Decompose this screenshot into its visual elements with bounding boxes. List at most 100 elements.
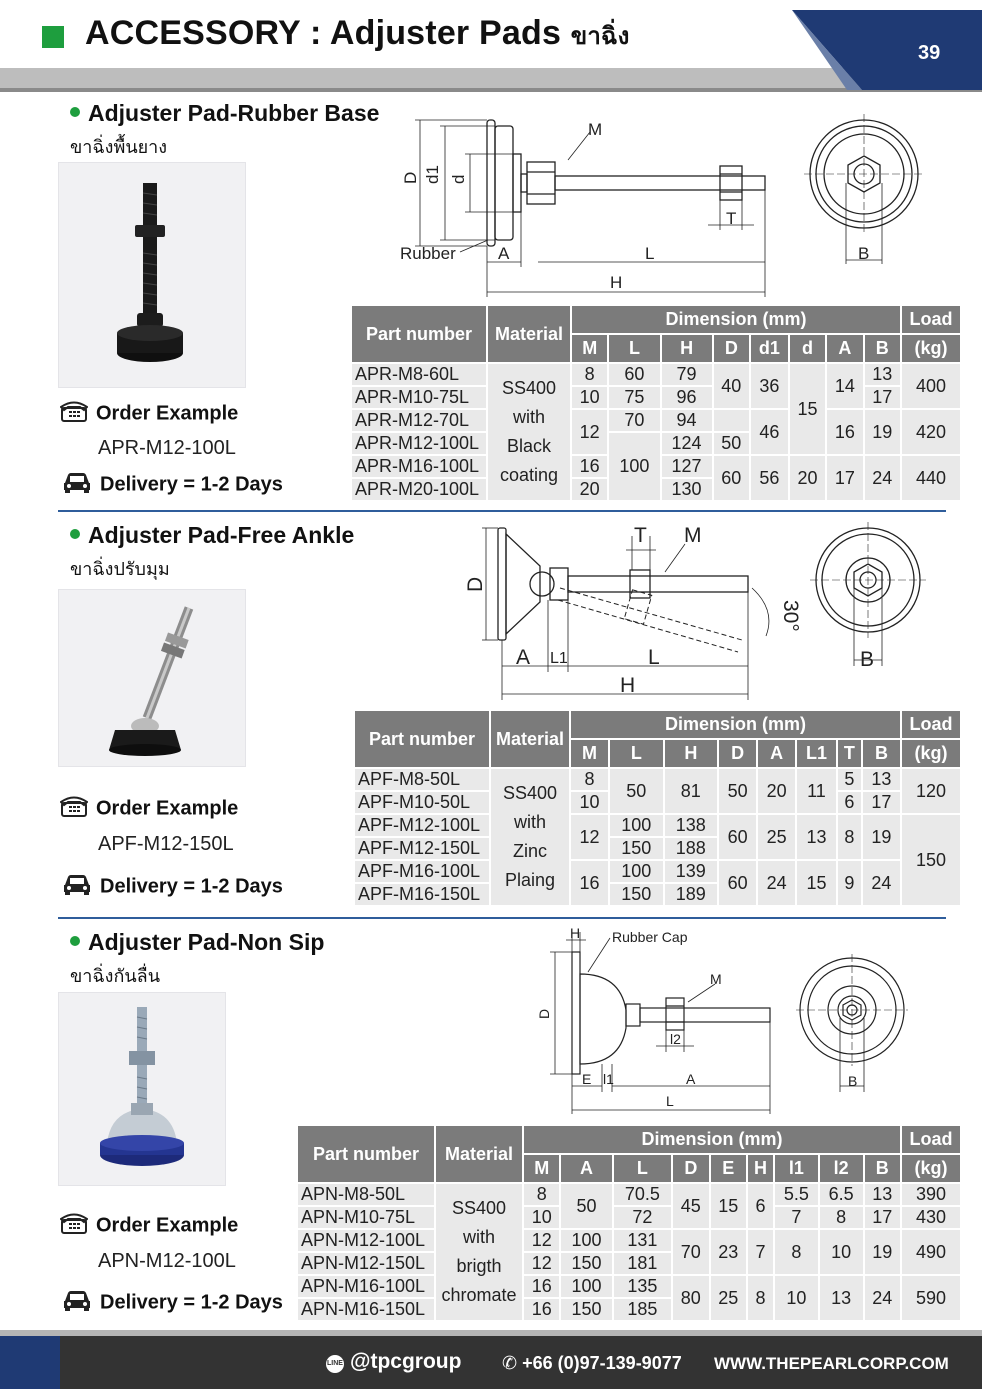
table-header-cell: M: [571, 740, 609, 767]
table-cell: 7: [774, 1207, 818, 1228]
col-header-load: Load: [902, 306, 960, 333]
table-cell: 79: [661, 364, 712, 385]
page-title: ACCESSORY : Adjuster Pads ขาฉิ่ง: [85, 14, 629, 55]
dim-label-A: A: [686, 1071, 696, 1087]
table-cell: 81: [664, 769, 718, 813]
spec-table-rubber-base: Part number Material Dimension (mm) Load…: [350, 304, 962, 502]
header-bar-shadow: [0, 88, 982, 92]
table-header-cell: T: [837, 740, 861, 767]
dim-label-H: H: [620, 674, 635, 697]
table-cell: 60: [609, 364, 660, 385]
order-example-code-2: APF-M12-150L: [98, 833, 234, 855]
table-cell: 50: [713, 433, 749, 454]
table-cell: APR-M12-70L: [352, 410, 486, 431]
table-header-cell: d: [789, 335, 826, 362]
table-cell: 94: [661, 410, 712, 431]
table-cell: APN-M12-100L: [298, 1230, 434, 1251]
dim-label-M: M: [710, 971, 722, 987]
car-icon: [62, 1289, 92, 1317]
dim-label-E: E: [582, 1071, 591, 1087]
dim-label-B: B: [858, 244, 869, 263]
table-cell: 390: [902, 1184, 960, 1205]
table-cell: 24: [862, 861, 900, 905]
table-cell: 8: [747, 1276, 773, 1320]
table-cell: 5.5: [774, 1184, 818, 1205]
table-cell: 100: [610, 815, 663, 836]
table-cell: 7: [747, 1230, 773, 1274]
footer-line-id[interactable]: @tpcgroup: [350, 1350, 462, 1373]
table-cell: 17: [862, 792, 900, 813]
table-cell: 5: [837, 769, 861, 790]
delivery-label-2: Delivery = 1-2 Days: [62, 873, 283, 901]
table-cell: APN-M10-75L: [298, 1207, 434, 1228]
footer-website[interactable]: WWW.THEPEARLCORP.COM: [714, 1354, 949, 1373]
table-cell: 150: [610, 838, 663, 859]
table-header-cell: Part number: [298, 1126, 434, 1182]
table-cell: APF-M12-100L: [355, 815, 489, 836]
table-header-cell: A: [758, 740, 796, 767]
table-cell: 9: [837, 861, 861, 905]
table-cell: 430: [902, 1207, 960, 1228]
table-cell: 100: [609, 433, 660, 500]
footer-phone[interactable]: ✆ +66 (0)97-139-9077: [502, 1353, 682, 1373]
table-cell: 8: [572, 364, 608, 385]
dim-label-D: D: [536, 1009, 552, 1019]
table-cell: APF-M10-50L: [355, 792, 489, 813]
page-title-text: ACCESSORY : Adjuster Pads: [85, 14, 562, 52]
table-cell: APN-M12-150L: [298, 1253, 434, 1274]
table-cell: 8: [819, 1207, 863, 1228]
table-header-cell: B: [864, 1155, 900, 1182]
table-cell: 50: [561, 1184, 612, 1228]
dim-label-H: H: [570, 925, 580, 941]
table-cell: 6: [837, 792, 861, 813]
dim-label-L: L: [666, 1093, 674, 1109]
table-cell: 10: [524, 1207, 560, 1228]
table-cell: 15: [789, 364, 826, 454]
table-cell: 590: [902, 1276, 960, 1320]
col-header-material: Material: [488, 306, 570, 362]
section-title-non-sip: Adjuster Pad-Non Sip: [70, 929, 324, 956]
footer-navy-block: [0, 1336, 60, 1389]
delivery-label-3: Delivery = 1-2 Days: [62, 1289, 283, 1317]
dim-label-l1: l1: [603, 1071, 614, 1087]
order-example-label-3: Order Example: [59, 1212, 238, 1240]
table-cell: 10: [819, 1230, 863, 1274]
table-header-cell: (kg): [902, 740, 960, 767]
table-cell: 13: [797, 815, 836, 859]
table-cell: APN-M16-100L: [298, 1276, 434, 1297]
product-photo-free-ankle: [58, 589, 246, 767]
table-header-cell: Material: [491, 711, 569, 767]
table-cell: 130: [661, 479, 712, 500]
table-header-cell: D: [713, 335, 749, 362]
table-cell: 8: [571, 769, 609, 790]
table-cell: APF-M16-100L: [355, 861, 489, 882]
dim-label-D: D: [464, 577, 487, 592]
table-cell: 127: [661, 456, 712, 477]
table-cell: 131: [613, 1230, 672, 1251]
adjuster-pad-rubber-image: [117, 183, 183, 362]
table-cell: 75: [609, 387, 660, 408]
order-example-code-3: APN-M12-100L: [98, 1250, 236, 1272]
car-icon: [62, 471, 92, 499]
table-cell: 45: [673, 1184, 709, 1228]
table-cell: 150: [902, 815, 960, 905]
product-photo-non-sip: [58, 992, 226, 1186]
table-cell: 16: [524, 1276, 560, 1297]
table-cell: 13: [819, 1276, 863, 1320]
table-cell: 19: [864, 1230, 900, 1274]
table-header-cell: B: [864, 335, 900, 362]
phone-icon: [59, 1212, 89, 1240]
table-cell: APR-M16-100L: [352, 456, 486, 477]
table-row: APN-M8-50L: [298, 1184, 434, 1205]
table-header-cell: A: [827, 335, 863, 362]
table-cell: 188: [664, 838, 718, 859]
table-cell: 19: [864, 410, 900, 454]
bullet-dot-icon: [70, 935, 80, 946]
table-cell: 100: [561, 1230, 612, 1251]
table-header-cell: M: [572, 335, 608, 362]
table-cell: 24: [864, 1276, 900, 1320]
table-cell: 135: [613, 1276, 672, 1297]
dim-label-d: d: [449, 175, 468, 184]
table-cell: 100: [561, 1276, 612, 1297]
